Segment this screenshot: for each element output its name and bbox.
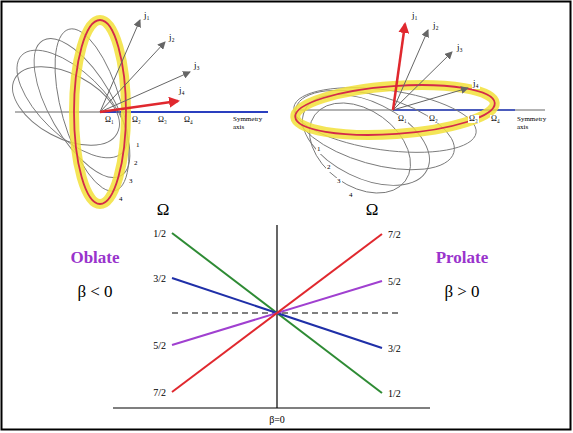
- callout-number: 4: [118, 196, 124, 204]
- projection-label: Ω₄: [490, 115, 501, 124]
- spin-vector: [393, 88, 468, 110]
- level-line: [172, 234, 382, 392]
- projection-label: Ω₁: [104, 116, 115, 125]
- level-label: 3/2: [387, 343, 402, 354]
- projection-label: Ω₃: [157, 116, 168, 125]
- level-diagram: [113, 225, 430, 408]
- axis-title: Ω: [156, 201, 171, 220]
- reference-line: [172, 312, 402, 313]
- projection-label: Ω₂: [428, 115, 439, 124]
- level-label: 1/2: [152, 228, 167, 239]
- axis-label: β=0: [268, 414, 286, 425]
- vector-label: j₄: [178, 86, 186, 96]
- callout-number: 2: [326, 164, 332, 172]
- projection-label: Ω₂: [131, 116, 142, 125]
- spin-vector: [100, 72, 190, 112]
- oblate-illustration: [0, 20, 268, 204]
- level-line: [172, 233, 382, 393]
- vector-label: j₃: [456, 43, 464, 53]
- symmetry-axis: [300, 110, 545, 111]
- vector-label: j₃: [193, 61, 201, 71]
- prolate-illustration: [287, 24, 545, 212]
- level-label: 7/2: [387, 229, 402, 240]
- level-label: 7/2: [152, 387, 167, 398]
- level-label: 1/2: [387, 388, 402, 399]
- deformation-axis: [113, 407, 430, 408]
- vector-label: j₄: [472, 79, 480, 89]
- vector-label: j₁: [411, 11, 419, 21]
- vector-label: j₁: [143, 11, 151, 21]
- shape-title: Prolate: [435, 249, 490, 268]
- callout-number: 3: [336, 178, 342, 186]
- projection-label: Ω₃: [468, 115, 479, 124]
- spin-vector: [100, 101, 178, 112]
- shape-title: Oblate: [69, 249, 120, 268]
- vector-label: j₂: [432, 21, 440, 31]
- axis-title: Ω: [365, 201, 380, 220]
- level-label: 5/2: [387, 276, 402, 287]
- level-label: 5/2: [152, 340, 167, 351]
- deformation-label: β > 0: [443, 283, 480, 302]
- projection-label: Ω₁: [397, 115, 408, 124]
- energy-axis: [276, 225, 277, 408]
- orbit-loop: [288, 76, 444, 204]
- callout-number: 2: [133, 160, 139, 168]
- deformation-label: β < 0: [76, 283, 113, 302]
- spin-vector: [393, 24, 405, 110]
- axis-label: Symmetry axis: [516, 116, 554, 131]
- projection-label: Ω₄: [183, 116, 194, 125]
- level-label: 3/2: [152, 273, 167, 284]
- callout-number: 4: [348, 192, 354, 200]
- callout-number: 3: [128, 178, 134, 186]
- symmetry-axis: [15, 112, 100, 113]
- spin-vector: [100, 20, 140, 112]
- callout-number: 1: [135, 142, 141, 150]
- callout-number: 1: [316, 146, 322, 154]
- axis-label: Symmetry axis: [232, 116, 270, 131]
- vector-label: j₂: [168, 33, 176, 43]
- spin-vector: [100, 42, 165, 112]
